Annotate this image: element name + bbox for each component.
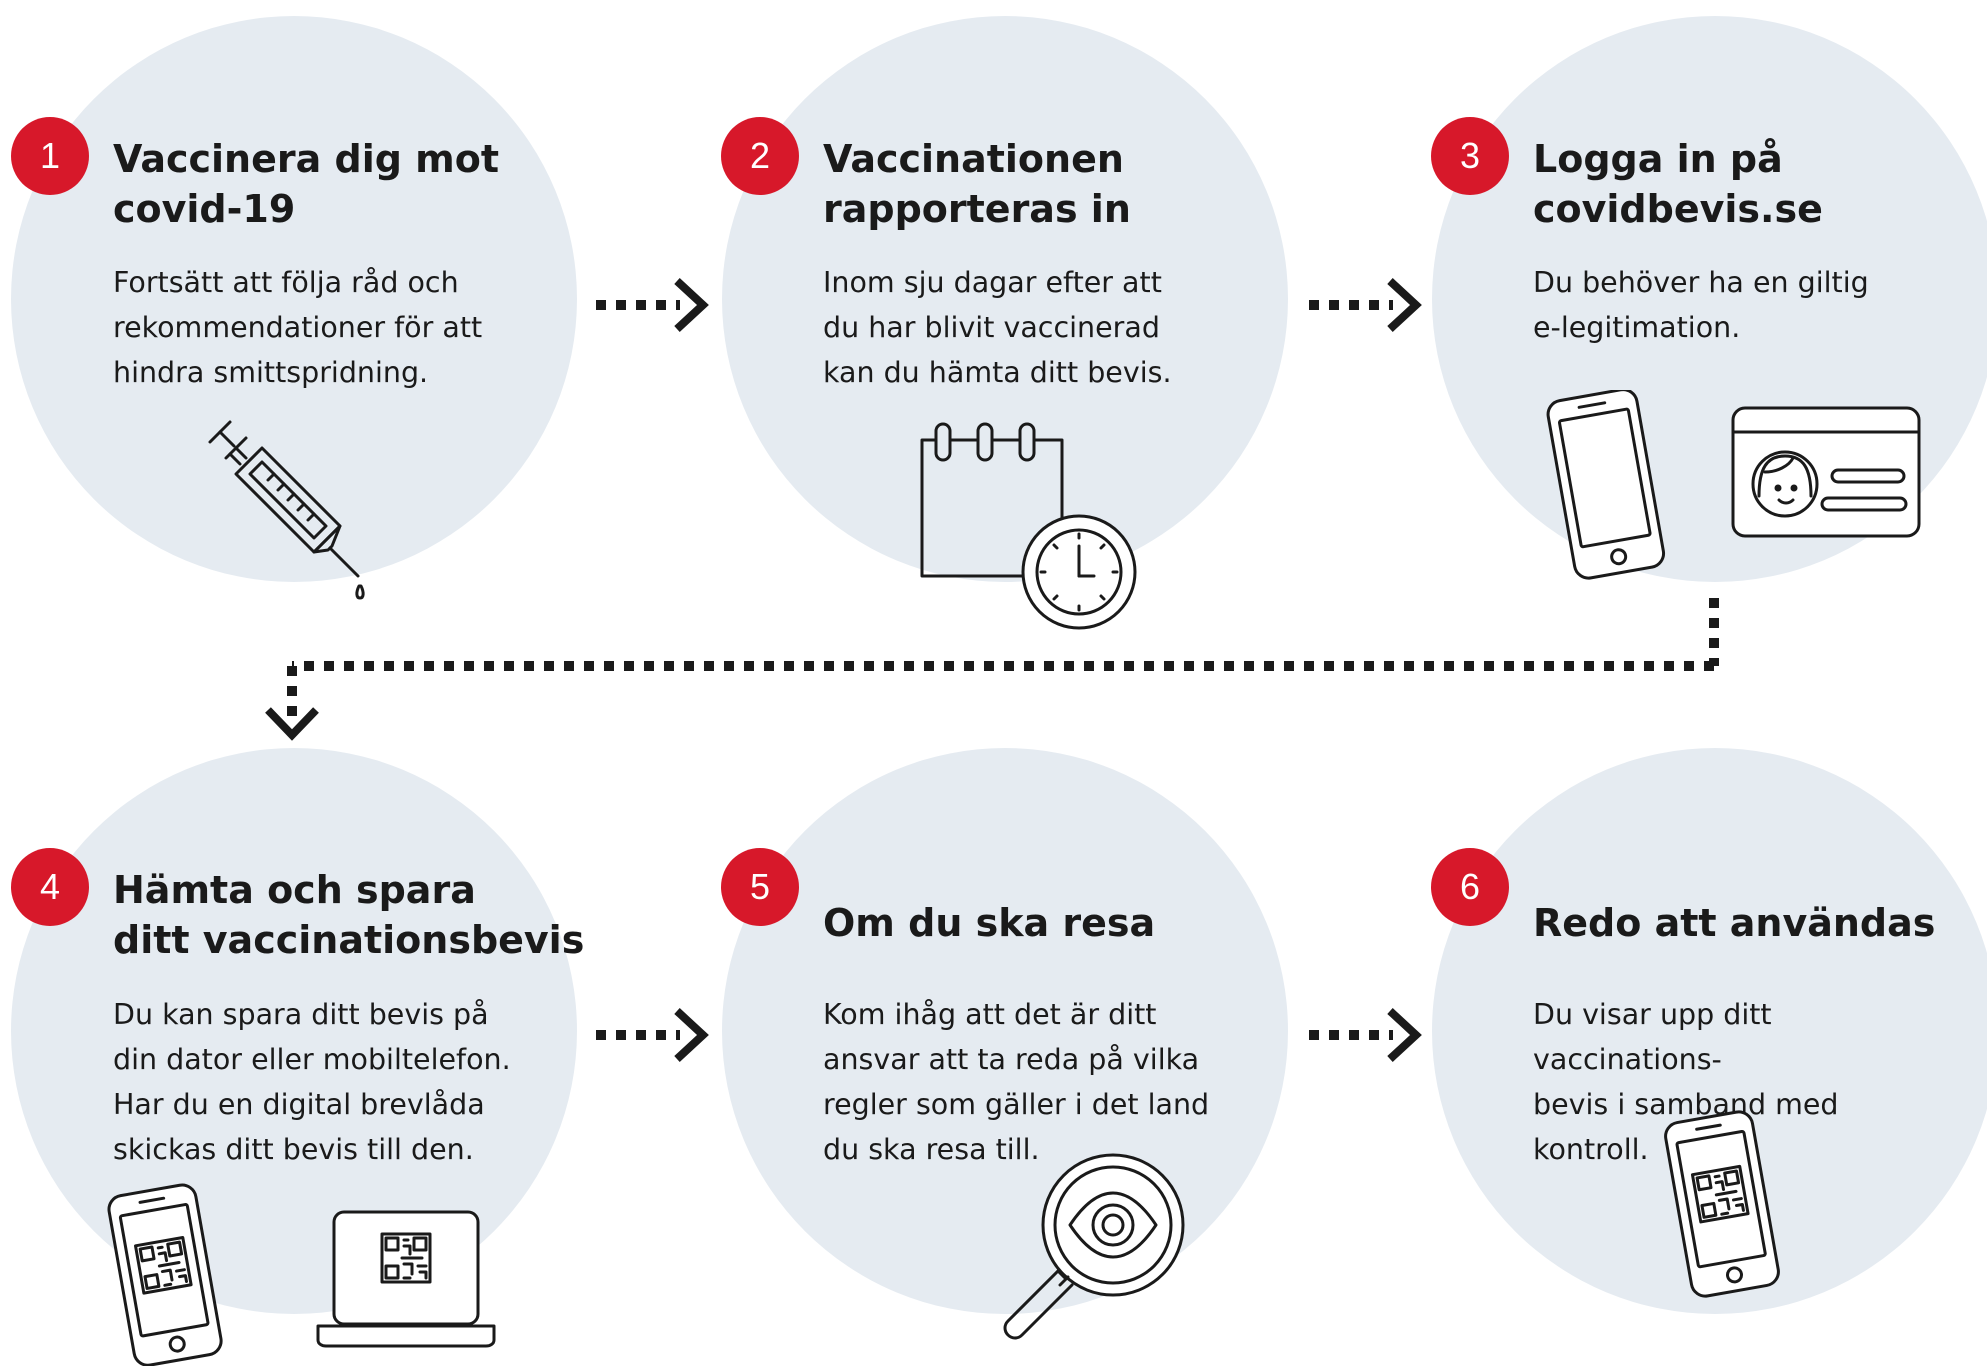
step-2-title-line2: rapporteras in xyxy=(823,187,1131,231)
step-2-description: Inom sju dagar efter att du har blivit v… xyxy=(823,260,1223,395)
step-6-body-line2: bevis i samband med kontroll. xyxy=(1533,1088,1839,1166)
step-4-body-line1: Du kan spara ditt bevis på xyxy=(113,998,489,1031)
syringe-icon xyxy=(208,420,365,600)
step-5-title: Om du ska resa xyxy=(823,898,1303,948)
step-2-bubble xyxy=(722,16,1288,582)
magnifier-eye-icon xyxy=(1003,1153,1185,1340)
phone-and-laptop-qr-icon xyxy=(107,1183,496,1366)
phone-qr-icon xyxy=(1664,1110,1780,1298)
step-6-body-line1: Du visar upp ditt vaccinations- xyxy=(1533,998,1772,1076)
arrow-1-to-2 xyxy=(596,278,709,332)
step-4-bubble xyxy=(11,748,577,1314)
step-1-title: Vaccinera dig mot covid-19 xyxy=(113,134,593,234)
step-4-body-line4: skickas ditt bevis till den. xyxy=(113,1133,474,1166)
step-1-number-badge: 1 xyxy=(11,117,89,195)
step-5-body-line4: du ska resa till. xyxy=(823,1133,1040,1166)
step-1-bubble xyxy=(11,16,577,582)
step-1-description: Fortsätt att följa råd och rekommendatio… xyxy=(113,260,513,395)
arrow-2-to-3 xyxy=(1309,278,1422,332)
step-3-number-badge: 3 xyxy=(1431,117,1509,195)
step-4-title-line1: Hämta och spara xyxy=(113,868,476,912)
step-5-body-line3: regler som gäller i det land xyxy=(823,1088,1210,1121)
step-4-number-badge: 4 xyxy=(11,848,89,926)
calendar-clock-icon xyxy=(920,422,1137,630)
step-5-bubble xyxy=(722,748,1288,1314)
step-6-number-badge: 6 xyxy=(1431,848,1509,926)
step-5-body-line1: Kom ihåg att det är ditt xyxy=(823,998,1157,1031)
step-5-title-line1: Om du ska resa xyxy=(823,901,1156,945)
phone-and-id-card-icon xyxy=(1546,390,1921,580)
step-5-number-badge: 5 xyxy=(721,848,799,926)
arrow-4-to-5 xyxy=(596,1008,709,1062)
step-3-body-line1: Du behöver ha en giltig xyxy=(1533,266,1869,299)
step-2-body-line3: kan du hämta ditt bevis. xyxy=(823,356,1172,389)
step-1-title-line2: covid-19 xyxy=(113,187,296,231)
arrow-3-to-4 xyxy=(265,598,1719,741)
step-6-description: Du visar upp ditt vaccinations- bevis i … xyxy=(1533,992,1933,1172)
step-3-title: Logga in på covidbevis.se xyxy=(1533,134,1987,234)
step-5-body-line2: ansvar att ta reda på vilka xyxy=(823,1043,1200,1076)
step-3-description: Du behöver ha en giltig e-legitimation. xyxy=(1533,260,1933,350)
step-1-body-line3: hindra smittspridning. xyxy=(113,356,429,389)
step-2-body-line2: du har blivit vaccinerad xyxy=(823,311,1160,344)
step-3-title-line2: covidbevis.se xyxy=(1533,187,1823,231)
step-2-title: Vaccinationen rapporteras in xyxy=(823,134,1303,234)
step-4-description: Du kan spara ditt bevis på din dator ell… xyxy=(113,992,513,1172)
step-4-body-line3: Har du en digital brevlåda xyxy=(113,1088,485,1121)
step-1-body-line2: rekommendationer för att xyxy=(113,311,483,344)
step-4-body-line2: din dator eller mobiltelefon. xyxy=(113,1043,511,1076)
step-2-title-line1: Vaccinationen xyxy=(823,137,1124,181)
step-6-title-line1: Redo att användas xyxy=(1533,901,1936,945)
arrow-5-to-6 xyxy=(1309,1008,1422,1062)
step-1-title-line1: Vaccinera dig mot xyxy=(113,137,500,181)
step-4-title: Hämta och spara ditt vaccinationsbevis xyxy=(113,865,593,965)
step-5-description: Kom ihåg att det är ditt ansvar att ta r… xyxy=(823,992,1223,1172)
step-6-title: Redo att användas xyxy=(1533,898,1987,948)
step-3-title-line1: Logga in på xyxy=(1533,137,1783,181)
step-4-title-line2: ditt vaccinationsbevis xyxy=(113,918,585,962)
step-3-body-line2: e-legitimation. xyxy=(1533,311,1741,344)
step-2-number-badge: 2 xyxy=(721,117,799,195)
step-2-body-line1: Inom sju dagar efter att xyxy=(823,266,1162,299)
step-1-body-line1: Fortsätt att följa råd och xyxy=(113,266,459,299)
